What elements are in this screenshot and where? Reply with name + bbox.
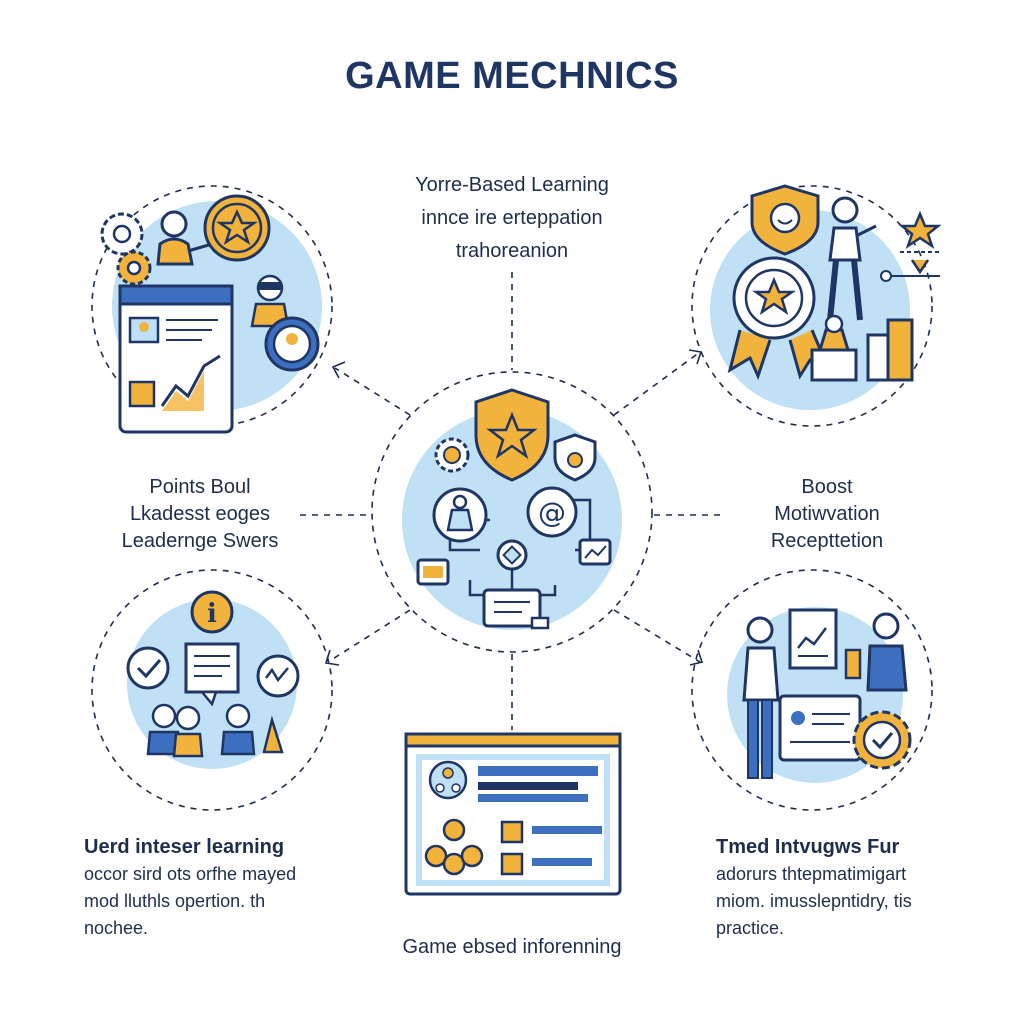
- connector-top-left: [334, 367, 411, 416]
- bottom-left-heading: Uerd inteser learning: [84, 836, 285, 858]
- svg-text:i: i: [207, 599, 217, 629]
- top-left-dashed-ring: [91, 185, 333, 427]
- top-left-illustration: [100, 194, 322, 434]
- bottom-left-line-3: nochee.: [84, 918, 149, 938]
- at-icon: @: [526, 486, 578, 538]
- bottom-right-illustration: [727, 607, 912, 783]
- person-icon: [432, 487, 488, 543]
- right-label-line-1: Boost: [801, 476, 853, 498]
- top-label-line-3: trahoreanion: [455, 240, 569, 262]
- star-badge-icon: [203, 194, 271, 262]
- bottom-label-text: Game ebsed inforenning: [402, 936, 622, 958]
- person-circle-icon: [264, 316, 320, 372]
- arrow-head-top-left: [331, 361, 346, 379]
- gear-check-icon: [852, 710, 912, 770]
- left-label-line-2: Lkadesst eoges: [129, 503, 271, 525]
- bottom-right-line-1: adorurs thtepmatimigart: [716, 864, 907, 884]
- diamond-icon: [496, 539, 528, 571]
- star-icon: [880, 210, 942, 282]
- bottom-label: Game ebsed inforenning: [312, 934, 712, 961]
- card-icon: [416, 558, 450, 586]
- center-dashed-ring: [371, 371, 653, 653]
- shield-face-icon: [750, 184, 820, 256]
- chart-icon: [160, 354, 221, 411]
- person-icon: [156, 210, 213, 266]
- person-presenter-icon: [742, 616, 780, 779]
- bottom-right-heading: Tmed Intvugws Fur: [716, 836, 900, 858]
- left-label-line-1: Points Boul: [149, 476, 251, 498]
- arrow-head-bottom-right: [689, 649, 704, 666]
- right-label-line-3: Recepttetion: [770, 530, 884, 552]
- top-label: Yorre-Based Learning innce ire erteppati…: [312, 172, 712, 265]
- connector-bottom-right: [613, 609, 701, 663]
- bottom-left-line-2: mod lluthls opertion. th: [84, 891, 266, 911]
- chart-icon: [256, 654, 300, 698]
- connector-bottom-left: [327, 609, 411, 663]
- people-icon: [424, 818, 484, 876]
- info-icon: i: [190, 590, 234, 634]
- top-label-line-1: Yorre-Based Learning: [415, 174, 609, 196]
- medal-icon: [727, 256, 831, 381]
- people-icon: [146, 703, 284, 758]
- shield-small-icon: [553, 433, 597, 482]
- svg-text:@: @: [538, 496, 566, 529]
- page-title: GAME MECHNICS: [345, 55, 679, 97]
- shield-star-icon: [474, 388, 550, 482]
- bottom-left-dashed-ring: [91, 569, 333, 811]
- arrow-head-bottom-left: [324, 649, 340, 666]
- bottom-left-label: Uerd inteser learning occor sird ots orf…: [84, 834, 344, 942]
- connector-top-right: [613, 351, 701, 416]
- top-right-dashed-ring: [691, 185, 933, 427]
- chat-icon: [482, 588, 550, 630]
- podium-icon: [866, 318, 914, 382]
- checklist-icon: [500, 820, 602, 876]
- arrow-head-top-right: [688, 349, 703, 365]
- top-label-line-2: innce ire erteppation: [421, 207, 603, 229]
- right-label: Boost Motiwvation Recepttetion: [722, 474, 932, 555]
- bottom-left-line-1: occor sird ots orfhe mayed: [84, 864, 297, 884]
- bottom-right-line-3: practice.: [716, 918, 785, 938]
- bottom-right-label: Tmed Intvugws Fur adorurs thtepmatimigar…: [716, 834, 946, 942]
- gear-icon: [434, 437, 470, 473]
- trophy-icon: [810, 314, 858, 382]
- gear-icon: [100, 212, 152, 286]
- person-icon: [844, 612, 908, 692]
- left-label: Points Boul Lkadesst eoges Leaderngе Swe…: [90, 474, 310, 555]
- document-icon: [788, 608, 838, 670]
- profile-card-icon: [778, 694, 862, 762]
- person-icon: [827, 196, 877, 321]
- bottom-right-dashed-ring: [691, 569, 933, 811]
- center-hub: @: [402, 388, 622, 630]
- bottom-right-line-2: miom. imusslepntidry, tis: [716, 891, 912, 911]
- check-icon: [126, 646, 170, 690]
- top-right-illustration: [710, 184, 942, 410]
- chart-icon: [578, 538, 612, 566]
- text-lines: [478, 766, 598, 802]
- document-icon: [184, 642, 240, 707]
- hierarchy-icon: [428, 760, 468, 800]
- right-label-line-2: Motiwvation: [774, 503, 880, 525]
- bottom-left-illustration: i: [126, 590, 300, 769]
- bottom-illustration: [404, 732, 622, 896]
- left-label-line-3: Leaderngе Swers: [121, 530, 279, 552]
